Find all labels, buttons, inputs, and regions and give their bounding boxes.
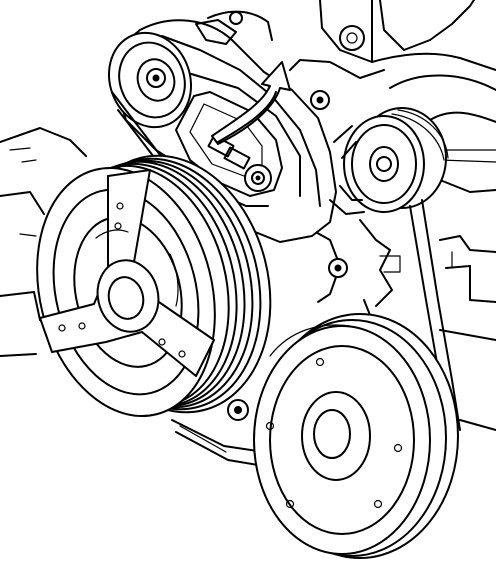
crankshaft-balancer: [36, 154, 272, 418]
idler-pulley: [343, 107, 449, 213]
rotation-arrow: [211, 61, 291, 145]
tensioner-pulley: [107, 31, 193, 129]
lower-pulley: [253, 313, 459, 559]
engine-block: [0, 0, 496, 431]
